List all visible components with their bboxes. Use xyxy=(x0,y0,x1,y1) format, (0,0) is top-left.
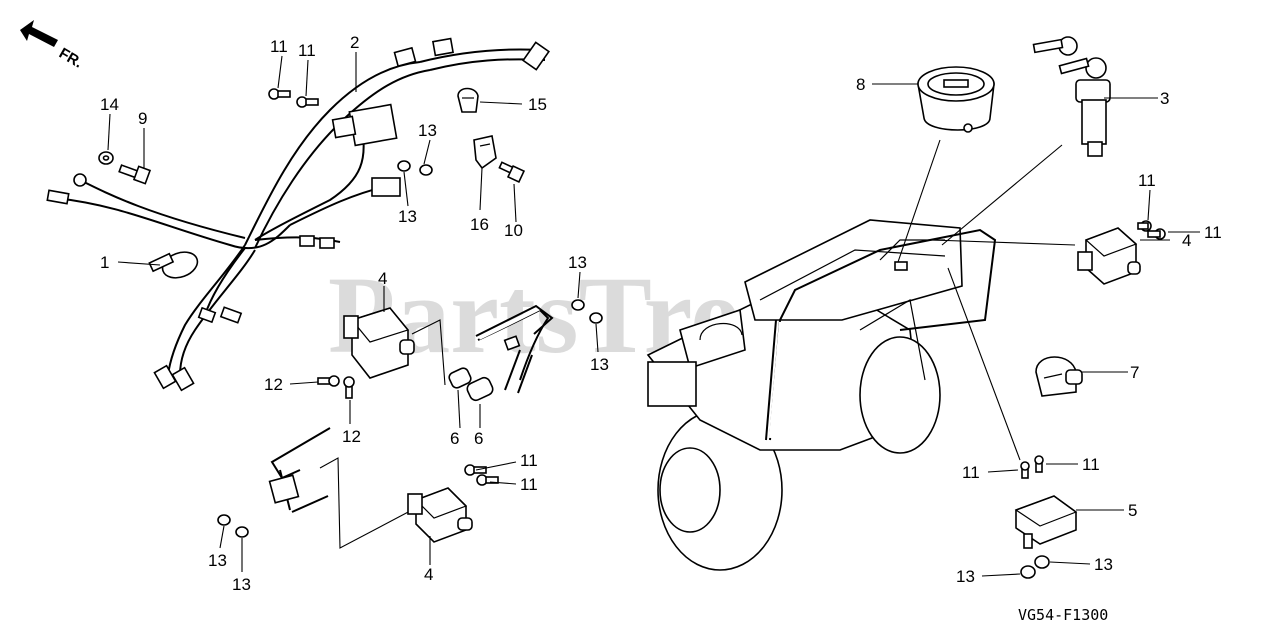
screw-11-harness-a[interactable] xyxy=(268,88,291,100)
switch-7[interactable] xyxy=(1035,356,1083,397)
callout-leaders xyxy=(107,52,1200,577)
screw-11-lower-a[interactable] xyxy=(464,464,487,476)
bolt-10[interactable] xyxy=(498,161,526,184)
front-arrow-icon xyxy=(20,20,58,47)
screw-11-right-a[interactable] xyxy=(1137,220,1152,232)
bolt-9[interactable] xyxy=(118,164,152,185)
callout-13-harness-b: 13 xyxy=(398,207,417,226)
callout-13-center-a: 13 xyxy=(568,253,587,272)
screw-12-a[interactable] xyxy=(317,375,340,387)
callout-11-right-a: 11 xyxy=(1138,171,1156,190)
nut-13-harness-b[interactable] xyxy=(419,164,433,176)
switch-4-lower[interactable] xyxy=(407,487,473,543)
clip-16[interactable] xyxy=(473,135,497,170)
callout-2: 2 xyxy=(350,33,359,52)
callout-6-b: 6 xyxy=(474,429,483,448)
callout-16: 16 xyxy=(470,215,489,234)
screw-11-switch5-b[interactable] xyxy=(1034,455,1044,473)
callout-11-harness-b: 11 xyxy=(298,41,316,60)
collar-6-b[interactable] xyxy=(465,376,494,402)
callout-9: 9 xyxy=(138,109,147,128)
callout-11-right-b: 11 xyxy=(1204,223,1222,242)
wire-harness[interactable] xyxy=(46,37,550,392)
callout-12-a: 12 xyxy=(264,375,283,394)
link-rod-lower[interactable] xyxy=(268,427,331,513)
link-rod-center[interactable] xyxy=(475,304,554,394)
callout-11-switch5-a: 11 xyxy=(962,463,980,482)
ignition-key-3[interactable] xyxy=(1032,36,1107,79)
screw-11-harness-b[interactable] xyxy=(296,96,319,108)
callout-11-lower-a: 11 xyxy=(520,451,538,470)
callout-1: 1 xyxy=(100,253,109,272)
harness-clamp[interactable] xyxy=(148,248,201,283)
switch-5[interactable] xyxy=(1014,495,1078,549)
callout-3: 3 xyxy=(1160,89,1169,108)
screw-11-right-b[interactable] xyxy=(1147,228,1166,240)
callout-7: 7 xyxy=(1130,363,1139,382)
switch-4-center[interactable] xyxy=(343,307,415,379)
callout-4-center: 4 xyxy=(378,269,387,288)
callout-14: 14 xyxy=(100,95,119,114)
collar-6-a[interactable] xyxy=(448,367,473,390)
callout-12-b: 12 xyxy=(342,427,361,446)
nut-13-center-a[interactable] xyxy=(571,299,585,311)
tractor-outline xyxy=(646,219,997,571)
callout-6-a: 6 xyxy=(450,429,459,448)
callout-13-lower-b: 13 xyxy=(232,575,251,594)
callout-15: 15 xyxy=(528,95,547,114)
nut-13-switch5-a[interactable] xyxy=(1020,565,1036,579)
nut-13-switch5-b[interactable] xyxy=(1034,555,1050,569)
key-switch-body-3[interactable] xyxy=(1075,79,1111,157)
front-direction-label: FR. xyxy=(56,45,85,72)
nut-13-lower-a[interactable] xyxy=(217,514,231,526)
callout-4-right: 4 xyxy=(1182,231,1191,250)
callout-11-lower-b: 11 xyxy=(520,475,538,494)
screw-12-b[interactable] xyxy=(343,376,355,399)
clip-15[interactable] xyxy=(457,87,479,113)
diagram-code: VG54-F1300 xyxy=(1018,606,1108,624)
washer-14[interactable] xyxy=(98,151,114,165)
callout-4-lower: 4 xyxy=(424,565,433,584)
callout-13-lower-a: 13 xyxy=(208,551,227,570)
callout-5: 5 xyxy=(1128,501,1137,520)
hour-meter-8[interactable] xyxy=(917,66,995,133)
callout-13-center-b: 13 xyxy=(590,355,609,374)
callout-10: 10 xyxy=(504,221,523,240)
callout-11-switch5-b: 11 xyxy=(1082,455,1100,474)
callout-11-harness-a: 11 xyxy=(270,37,288,56)
callout-13-harness-a: 13 xyxy=(418,121,437,140)
nut-13-center-b[interactable] xyxy=(589,312,603,324)
screw-11-lower-b[interactable] xyxy=(476,474,499,486)
switch-4-right[interactable] xyxy=(1077,227,1141,285)
screw-11-switch5-a[interactable] xyxy=(1020,461,1030,479)
nut-13-harness-a[interactable] xyxy=(397,160,411,172)
callout-13-switch5-b: 13 xyxy=(1094,555,1113,574)
nut-13-lower-b[interactable] xyxy=(235,526,249,538)
callout-13-switch5-a: 13 xyxy=(956,567,975,586)
callout-8: 8 xyxy=(856,75,865,94)
